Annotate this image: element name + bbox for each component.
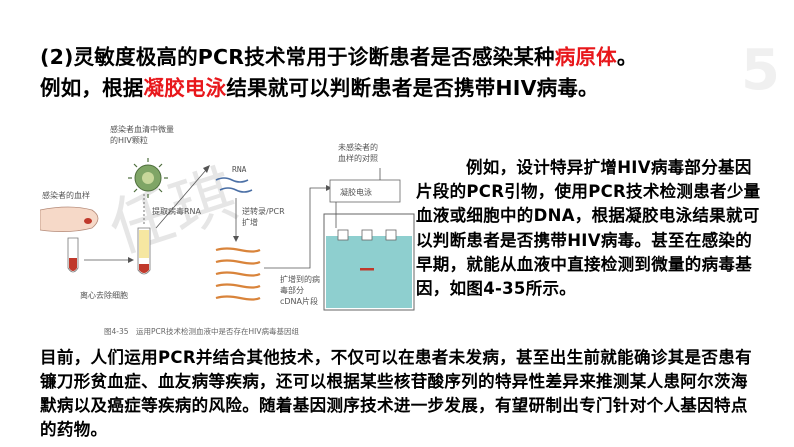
slide-number: 5	[741, 38, 780, 103]
highlight-pathogen: 病原体	[554, 45, 617, 69]
finger-icon	[40, 206, 99, 232]
heading-line-2: 例如，根据凝胶电泳结果就可以判断患者是否携带HIV病毒。	[40, 76, 599, 100]
arrow-extract	[155, 169, 207, 229]
label-gel: 凝胶电泳	[340, 187, 372, 197]
label-amp-line2: 毒部分	[280, 285, 304, 295]
gel-band	[360, 268, 374, 271]
right-paragraph: 例如，设计特异扩增HIV病毒部分基因片段的PCR引物，使用PCR技术检测患者少量…	[416, 158, 761, 299]
cdna-strands	[215, 247, 261, 301]
label-control-line1: 未感染者的	[338, 142, 378, 152]
label-rt-line1: 逆转录/PCR	[242, 206, 285, 216]
heading: (2)灵敏度极高的PCR技术常用于诊断患者是否感染某种病原体。 例如，根据凝胶电…	[40, 42, 740, 104]
blood-drop-icon	[84, 218, 92, 224]
label-virus-line2: 的HIV颗粒	[110, 135, 148, 145]
heading-line-1: (2)灵敏度极高的PCR技术常用于诊断患者是否感染某种病原体。	[40, 45, 638, 69]
label-centrifuge: 离心去除细胞	[80, 290, 128, 300]
hiv-virus-icon	[128, 158, 168, 198]
highlight-gel-electrophoresis: 凝胶电泳	[143, 76, 227, 100]
label-amp-line1: 扩增到的病	[280, 274, 320, 284]
label-virus-line1: 感染者血清中微量	[110, 124, 174, 134]
bottom-paragraph: 目前，人们运用PCR并结合其他技术，不仅可以在患者未发病，甚至出生前就能确诊其是…	[40, 348, 752, 439]
label-rt-line2: 扩增	[242, 217, 258, 227]
label-rna: RNA	[232, 165, 247, 174]
pcr-detection-figure: 任琪 感染者的血样 离心去除细胞 感染者血清中微量 的HIV颗粒 提取病毒RNA…	[40, 124, 415, 336]
gel-label-box	[329, 179, 401, 203]
label-control-line2: 血样的对照	[338, 153, 378, 163]
label-patient-blood: 感染者的血样	[42, 190, 90, 200]
label-extract: 提取病毒RNA	[152, 206, 202, 216]
rna-strands	[215, 177, 253, 193]
gel-tank	[323, 202, 415, 311]
label-amp-line3: cDNA片段	[280, 296, 318, 306]
figure-caption: 图4-35 运用PCR技术检测血液中是否存在HIV病毒基因组	[104, 326, 299, 336]
